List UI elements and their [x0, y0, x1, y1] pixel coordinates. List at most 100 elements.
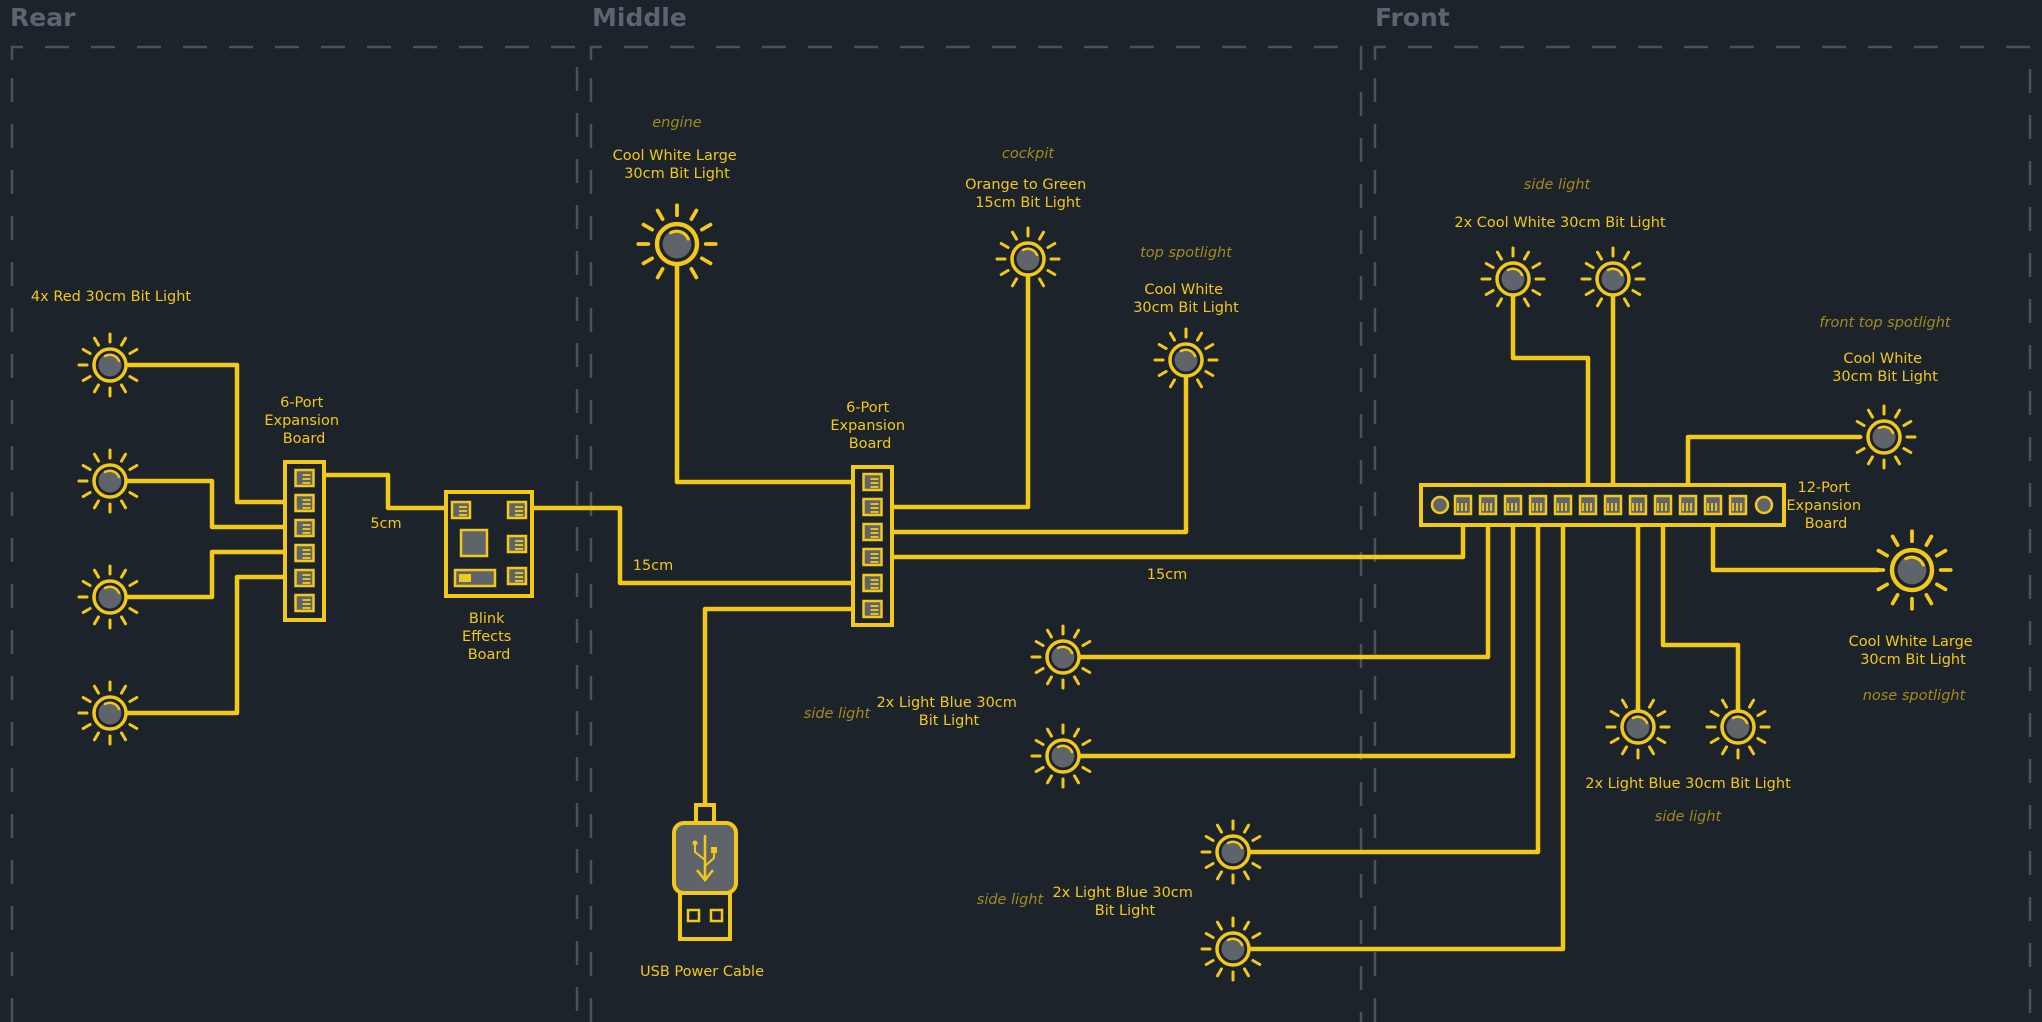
- port: [1503, 494, 1523, 516]
- port: [1653, 494, 1673, 516]
- front-top-lights-label: 2x Cool White 30cm Bit Light: [1454, 215, 1666, 231]
- lower-side-light-label-line: Bit Light: [1095, 903, 1156, 919]
- front-top-spotlight: [1851, 404, 1917, 470]
- middle-board-label: 6-Port Expansion Board: [830, 400, 909, 452]
- port: [506, 500, 528, 520]
- port: [294, 593, 315, 613]
- middle-expansion-board: [851, 465, 894, 627]
- middle-frame: [589, 45, 1363, 1022]
- usb-power-cable: [672, 803, 738, 941]
- blink-board-label-line: Blink: [469, 611, 505, 627]
- lower-side-note: side light: [977, 892, 1045, 908]
- wire-middle-side-light-2: [1060, 520, 1516, 759]
- cockpit-light: [995, 226, 1061, 292]
- wire-front-top-spotlight: [1685, 434, 1863, 490]
- rear-lights: [77, 332, 143, 746]
- cockpit-light-label-line: Orange to Green: [965, 177, 1086, 193]
- wire-15cm-to-front-board: [888, 520, 1466, 560]
- port: [450, 500, 472, 520]
- engine-light-label-line: Cool White Large: [613, 148, 737, 164]
- wire-usb: [702, 606, 858, 809]
- port: [862, 599, 883, 619]
- port: [862, 472, 883, 492]
- top-spotlight-label-line: 30cm Bit Light: [1133, 300, 1239, 316]
- wire-15cm-blink-to-board: [529, 505, 858, 586]
- front-frame: [1373, 45, 2032, 1022]
- mount-hole: [1754, 495, 1774, 515]
- front-side-note-top: side light: [1524, 177, 1592, 193]
- engine-note: engine: [652, 115, 702, 131]
- wire-lower-side-light-2: [1230, 520, 1566, 952]
- nose-spotlight-note: nose spotlight: [1863, 688, 1967, 704]
- red-bit-light-4: [77, 680, 143, 746]
- rear-board-label-line: Board: [283, 431, 326, 447]
- port: [294, 468, 315, 488]
- front-board-label-line: 12-Port: [1797, 480, 1850, 496]
- top-spotlight-note: top spotlight: [1140, 245, 1233, 261]
- blink-board-label-line: Effects: [462, 629, 511, 645]
- port: [1578, 494, 1598, 516]
- middle-side-light-2: [1030, 723, 1096, 789]
- middle-side-note: side light: [804, 706, 872, 722]
- wire-rear-light-3: [107, 549, 288, 600]
- wire-rear-light-1: [107, 362, 288, 505]
- section-title-rear: Rear: [10, 3, 76, 32]
- middle-side-light-label-line: Bit Light: [919, 713, 980, 729]
- front-light-blue-light-1: [1605, 694, 1671, 760]
- port: [1728, 494, 1748, 516]
- wire-cockpit-light: [888, 256, 1031, 510]
- port: [862, 522, 883, 542]
- front-top-spotlight-label-line: Cool White: [1843, 351, 1922, 367]
- nose-light-label: Cool White Large 30cm Bit Light: [1849, 634, 1978, 668]
- port: [862, 497, 883, 517]
- wire-length-5cm: 5cm: [370, 516, 401, 532]
- port: [506, 566, 528, 586]
- port: [1528, 494, 1548, 516]
- port: [1453, 494, 1473, 516]
- rear-board-label: 6-Port Expansion Board: [264, 395, 343, 447]
- red-bit-light-3: [77, 564, 143, 630]
- wires: [107, 241, 1881, 952]
- front-top-spotlight-note: front top spotlight: [1819, 315, 1952, 331]
- port: [1628, 494, 1648, 516]
- wire-nose-spotlight: [1710, 520, 1881, 573]
- front-board-label-line: Expansion: [1786, 498, 1861, 514]
- lower-side-light-1: [1200, 819, 1266, 885]
- blink-effects-board: [444, 490, 534, 598]
- rear-board-label-line: Expansion: [264, 413, 339, 429]
- section-frames: [10, 45, 2032, 1022]
- engine-light-label-line: 30cm Bit Light: [624, 166, 730, 182]
- section-title-middle: Middle: [592, 3, 687, 32]
- front-board-label-line: Board: [1805, 516, 1848, 532]
- middle-board-label-line: 6-Port: [846, 400, 890, 416]
- engine-large-light: [638, 205, 716, 283]
- wire-rear-light-4: [107, 574, 288, 716]
- engine-light-label: Cool White Large 30cm Bit Light: [613, 148, 742, 182]
- cockpit-light-label: Orange to Green 15cm Bit Light: [965, 177, 1091, 211]
- front-top-spotlight-label-line: 30cm Bit Light: [1832, 369, 1938, 385]
- wire-middle-side-light-1: [1060, 520, 1491, 660]
- blink-board-label-line: Board: [468, 647, 511, 663]
- middle-side-light-label: 2x Light Blue 30cm Bit Light: [876, 695, 1021, 729]
- nose-light-label-line: 30cm Bit Light: [1860, 652, 1966, 668]
- front-bottom-lights-label: 2x Light Blue 30cm Bit Light: [1585, 776, 1791, 792]
- lower-side-light-label: 2x Light Blue 30cm Bit Light: [1052, 885, 1197, 919]
- wire-engine-light: [674, 241, 858, 485]
- wire-rear-light-2: [107, 478, 288, 530]
- wire-length-15cm-right: 15cm: [1147, 567, 1188, 583]
- red-bit-light-2: [77, 448, 143, 514]
- rear-board-label-line: 6-Port: [280, 395, 324, 411]
- rear-frame: [10, 45, 579, 1022]
- middle-board-label-line: Expansion: [830, 418, 905, 434]
- port: [1678, 494, 1698, 516]
- nose-large-light: [1873, 531, 1951, 609]
- front-light-blue-light-2: [1705, 694, 1771, 760]
- port: [1553, 494, 1573, 516]
- cockpit-light-label-line: 15cm Bit Light: [975, 195, 1081, 211]
- cockpit-note: cockpit: [1002, 146, 1055, 162]
- middle-side-light-label-line: 2x Light Blue 30cm: [876, 695, 1016, 711]
- red-bit-light-1: [77, 332, 143, 398]
- wire-5cm: [321, 472, 449, 511]
- mount-hole: [1430, 495, 1450, 515]
